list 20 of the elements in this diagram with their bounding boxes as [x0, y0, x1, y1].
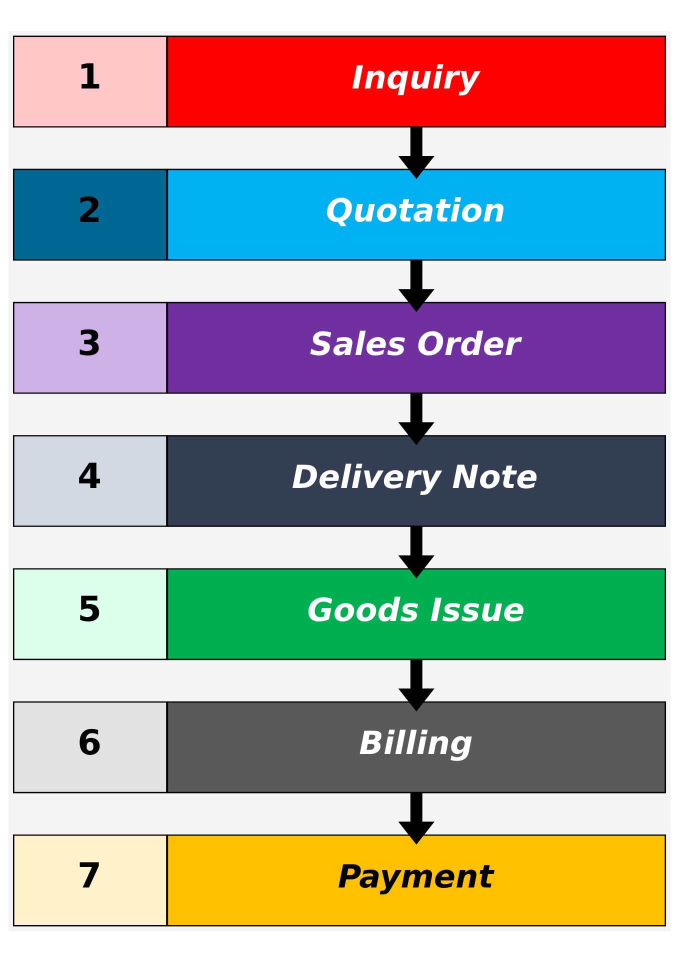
node-box: 6 — [12, 700, 168, 793]
node-box: 4 — [12, 434, 168, 526]
arrow — [398, 126, 434, 178]
node-box: 3 — [12, 301, 168, 394]
arrow — [398, 260, 434, 312]
node-box: 2 — [12, 168, 168, 260]
node-box: Goods Issue — [166, 568, 666, 660]
node-box: 5 — [12, 568, 168, 660]
node-box: Sales Order — [166, 301, 666, 394]
node-box: Payment — [166, 834, 666, 926]
node-box: Quotation — [166, 168, 666, 260]
arrow — [398, 659, 434, 711]
arrow — [398, 792, 434, 844]
node-box: Billing — [166, 700, 666, 793]
arrow — [398, 526, 434, 578]
node-box: 7 — [12, 834, 168, 926]
node-box: Inquiry — [166, 35, 666, 128]
arrow — [398, 392, 434, 445]
node-box: 1 — [12, 35, 168, 128]
node-box: Delivery Note — [166, 434, 666, 526]
